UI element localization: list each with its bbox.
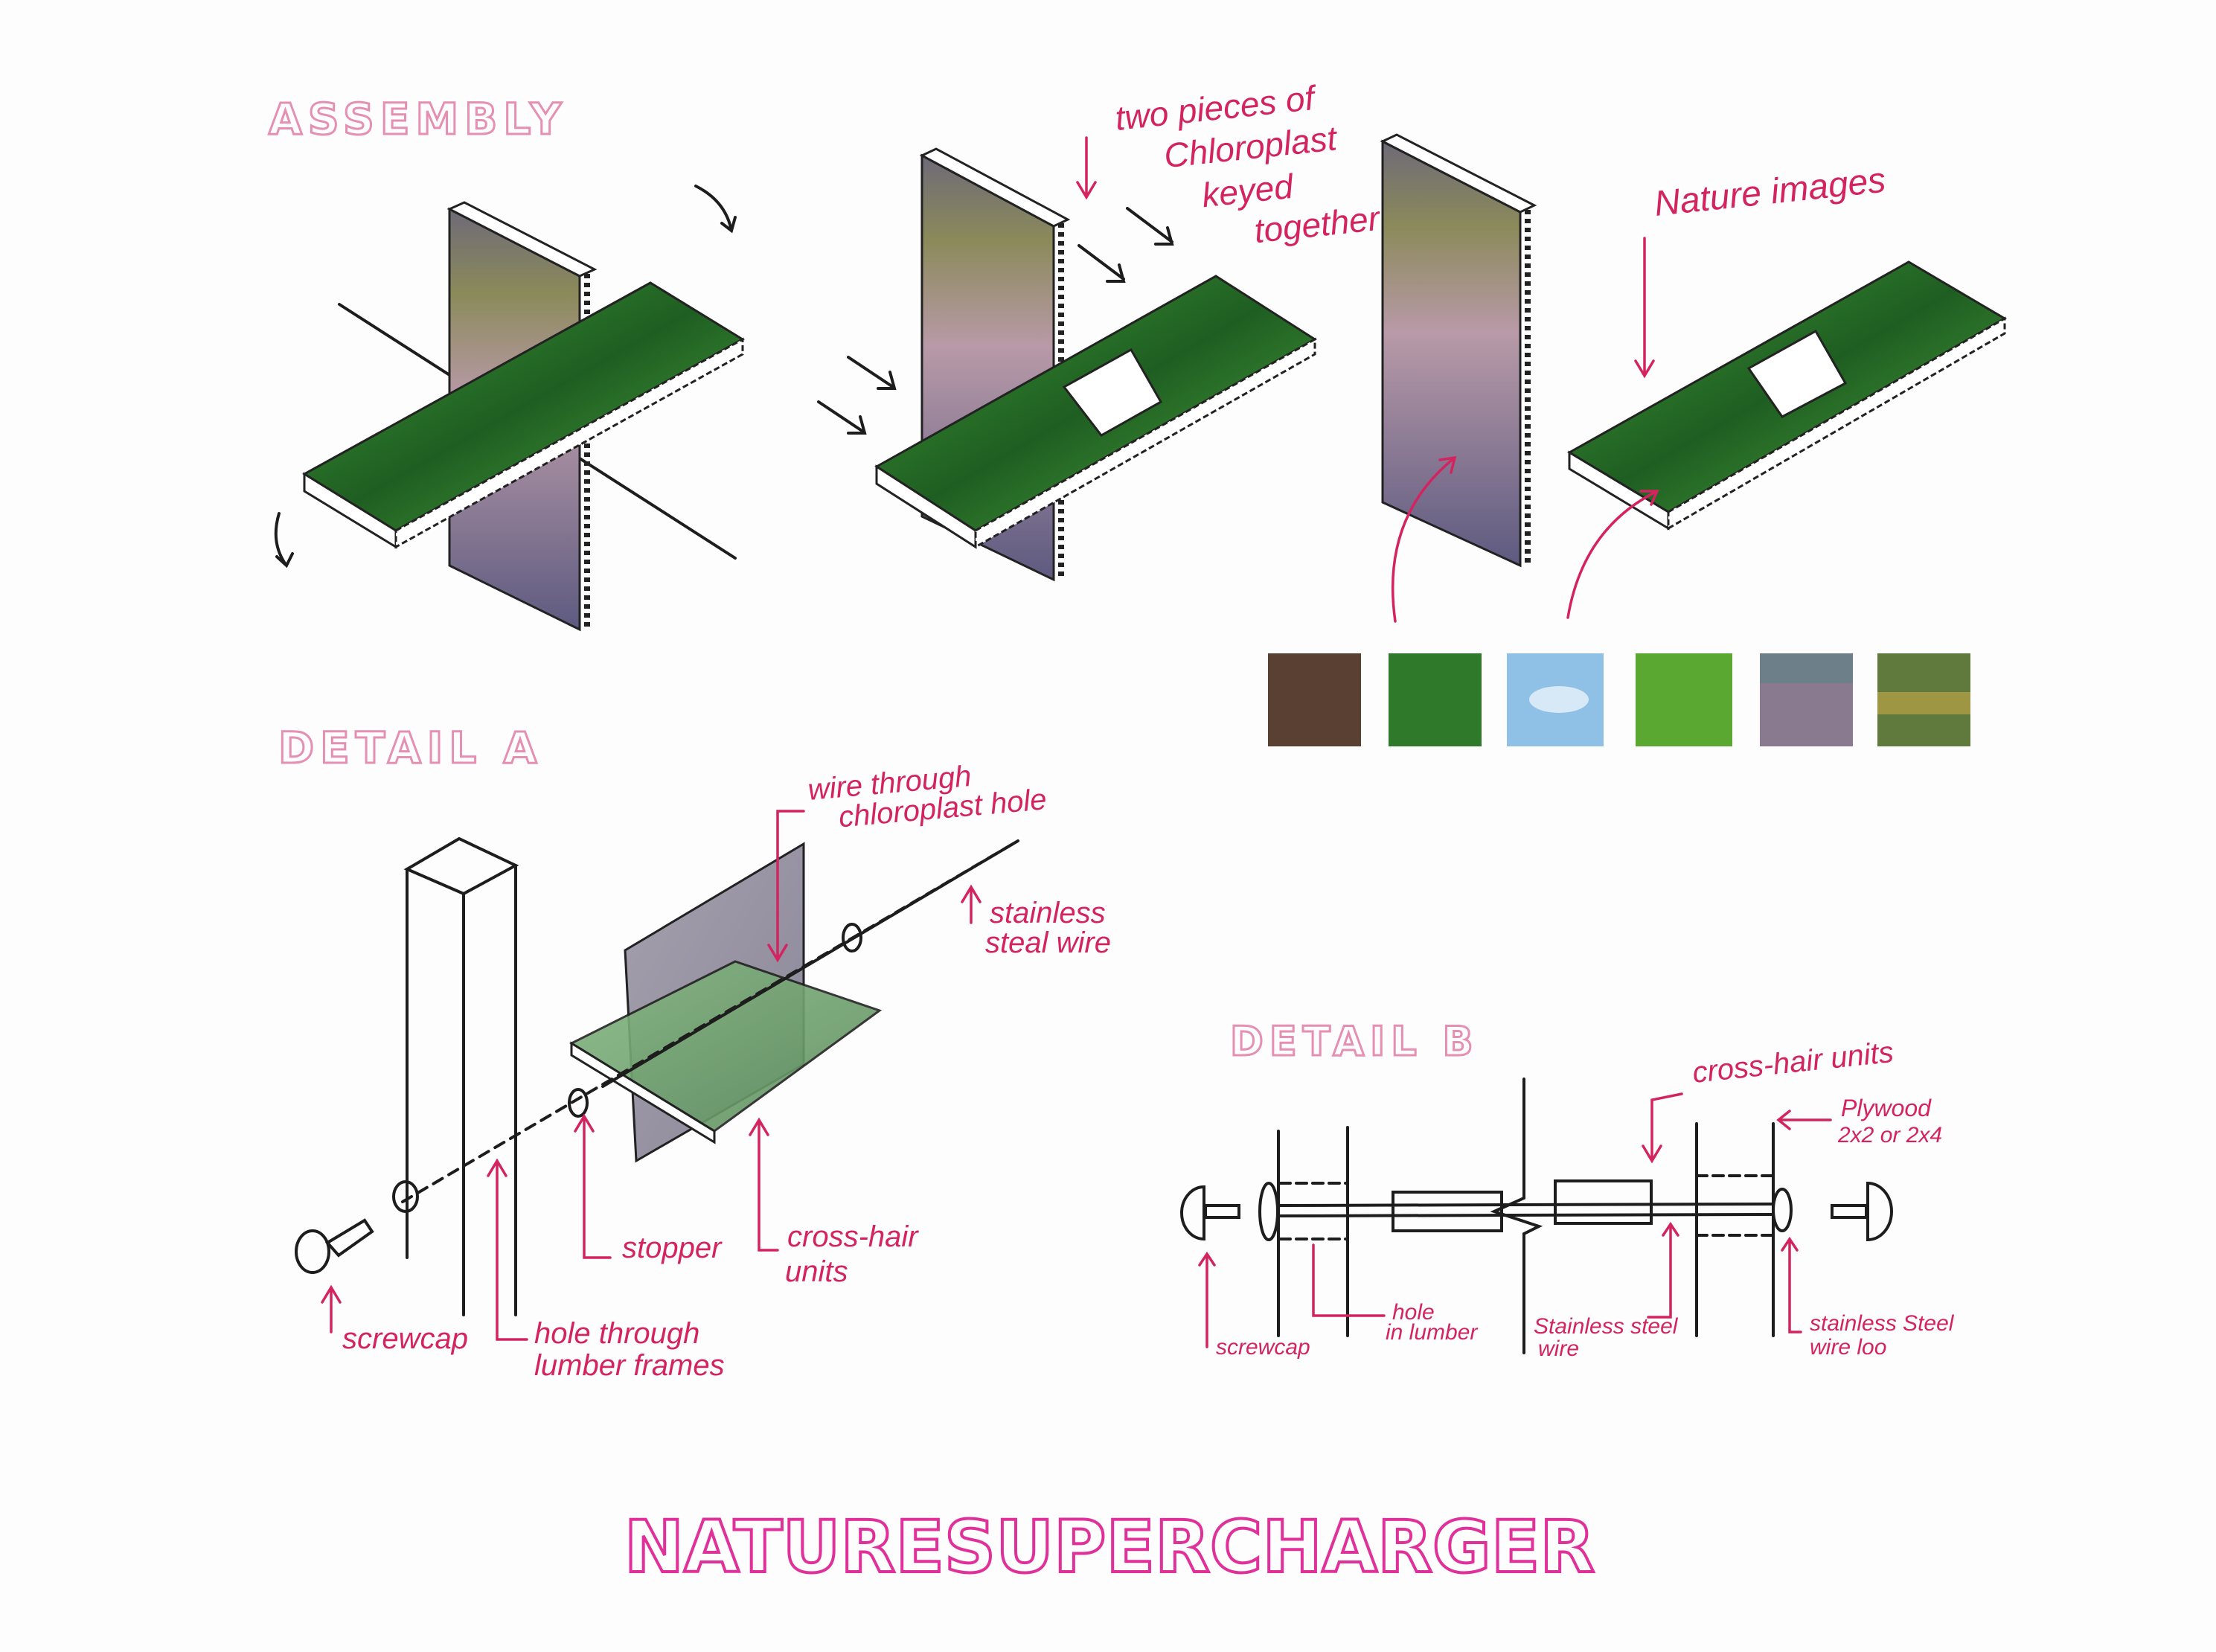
assembly-title: ASSEMBLY	[269, 94, 567, 144]
cross-hair-unit	[1392, 1191, 1503, 1232]
swatch-leaves	[1389, 653, 1482, 746]
svg-text:hole: hole	[1392, 1300, 1435, 1325]
note-nature-images: Nature images	[1653, 161, 1888, 224]
assembly-step-2	[817, 136, 1317, 582]
assembly-step-1	[274, 185, 745, 632]
detail-a-drawing	[295, 836, 1019, 1316]
screwcap-left-icon	[1180, 1185, 1240, 1241]
detail-b-title: DETAIL B	[1230, 1018, 1479, 1065]
screwcap-icon	[295, 1218, 374, 1274]
svg-text:2x2 or 2x4: 2x2 or 2x4	[1837, 1123, 1942, 1147]
screwcap-right-icon	[1831, 1181, 1893, 1242]
svg-text:stainless: stainless	[990, 897, 1106, 929]
detail-b-drawing	[1180, 1078, 1893, 1354]
swatch-soil	[1268, 653, 1361, 746]
svg-text:steal wire: steal wire	[985, 926, 1111, 959]
svg-text:screwcap: screwcap	[342, 1322, 468, 1355]
svg-text:lumber frames: lumber frames	[534, 1349, 725, 1382]
swatch-grass	[1636, 653, 1732, 746]
svg-text:in lumber: in lumber	[1386, 1320, 1478, 1345]
stopper-ring	[568, 1088, 589, 1118]
svg-text:wire loo: wire loo	[1810, 1335, 1886, 1360]
svg-text:keyed: keyed	[1200, 167, 1296, 215]
detail-b-callouts: cross-hair units Plywood 2x2 or 2x4 scre…	[1198, 1036, 1955, 1361]
svg-text:hole through: hole through	[534, 1317, 699, 1350]
svg-text:wire: wire	[1538, 1336, 1579, 1361]
nature-image-swatches	[1268, 653, 1970, 746]
svg-text:stopper: stopper	[622, 1232, 723, 1264]
cross-hair-unit	[1554, 1179, 1653, 1225]
svg-text:Stainless steel: Stainless steel	[1534, 1314, 1679, 1339]
detail-a-title: DETAIL A	[278, 723, 542, 773]
svg-text:cross-hair units: cross-hair units	[1691, 1036, 1895, 1089]
brand-title: NATURESUPERCHARGER	[624, 1505, 1595, 1589]
svg-text:Plywood: Plywood	[1841, 1095, 1932, 1121]
svg-text:cross-hair: cross-hair	[787, 1220, 919, 1253]
assembly-step-3	[1380, 133, 2007, 623]
svg-text:screwcap: screwcap	[1216, 1335, 1310, 1360]
svg-text:units: units	[785, 1255, 848, 1288]
svg-text:stainless Steel: stainless Steel	[1810, 1311, 1955, 1336]
detail-a-callouts: wire through chloroplast hole stainless …	[321, 760, 1111, 1382]
note-two-pieces: two pieces of Chloroplast keyed together	[1113, 78, 1383, 251]
